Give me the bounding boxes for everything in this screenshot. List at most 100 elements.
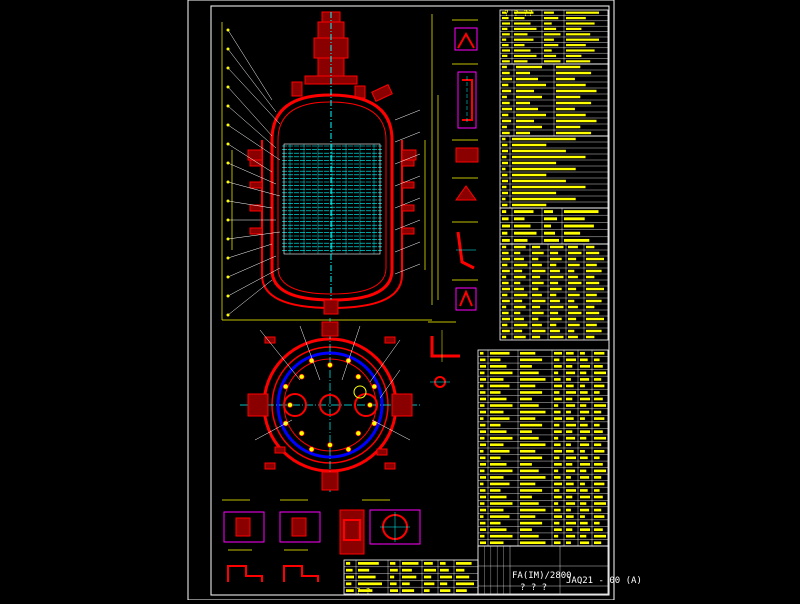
parts-list-cell-text <box>554 502 559 505</box>
nozzle-table-cell-text <box>568 317 577 321</box>
design-data-table-cell-text <box>514 17 525 20</box>
spec-table-cell-text <box>516 95 542 99</box>
parts-list-cell-text <box>490 495 507 499</box>
leader-balloon <box>226 294 230 298</box>
parts-list-cell-text <box>554 378 561 381</box>
leader-line <box>227 105 277 149</box>
design-data-table-cell-text <box>566 49 595 52</box>
spec-table-cell-text <box>556 107 575 111</box>
nozzle-table-cell-text <box>502 281 509 285</box>
notes-table-cell-text <box>502 155 507 159</box>
vessel-shell-inner <box>277 101 387 295</box>
spec-table-cell-text <box>516 89 534 93</box>
plan-leader-line <box>379 369 401 399</box>
parts-list-cell-text <box>594 476 602 479</box>
notes-table-cell-text <box>502 197 506 201</box>
design-data-table-cell-text <box>566 33 591 36</box>
parts-list-cell-text <box>480 456 486 460</box>
parts-list-cell-text <box>580 528 590 531</box>
nozzle-table-cell-text <box>568 311 582 315</box>
parts-list-cell-text <box>594 430 603 433</box>
spec-table-cell-text <box>502 107 512 111</box>
pressure-table-cell-text <box>502 210 507 214</box>
parts-list-cell-text <box>566 423 576 427</box>
parts-list-cell-text <box>566 384 574 388</box>
nozzle-table-cell-text <box>568 269 575 273</box>
parts-list-cell-text <box>520 443 546 447</box>
parts-list-cell-text <box>580 469 587 473</box>
nozzle-table-cell-text <box>568 335 578 339</box>
nozzle-table-cell-text <box>550 293 557 297</box>
nozzle-table-cell-text <box>514 293 528 297</box>
parts-list-cell-text <box>594 371 606 375</box>
revision-table-frame <box>343 559 479 595</box>
parts-list-cell-text <box>490 384 510 388</box>
parts-list-cell-text <box>580 489 588 492</box>
plan-bolt-hole <box>371 420 378 427</box>
parts-list-cell-text <box>580 443 590 447</box>
parts-list-cell-text <box>580 476 590 479</box>
spec-table-cell-text <box>516 107 538 111</box>
parts-list-cell-text <box>554 515 562 518</box>
leader-line <box>227 143 273 173</box>
parts-list-cell-text <box>480 541 486 545</box>
parts-list-cell-text <box>554 521 560 525</box>
tables <box>343 9 609 595</box>
nozzle-table-cell-text <box>586 299 602 303</box>
parts-list-cell-text <box>480 502 485 505</box>
spec-table-cell-text <box>516 125 542 129</box>
design-data-table-cell-text <box>566 44 586 47</box>
nozzle-table-cell-text <box>550 269 560 273</box>
parts-list-cell-text <box>566 482 574 486</box>
pressure-table-cell-text <box>502 224 510 228</box>
plan-bolt-hole <box>355 430 362 437</box>
nozzle-table-cell-text <box>586 287 604 291</box>
parts-list-cell-text <box>554 436 559 440</box>
nozzle-table-cell-text <box>514 251 521 255</box>
parts-list-cell-text <box>594 456 600 460</box>
detail-a <box>452 19 478 51</box>
parts-list-cell-text <box>566 371 576 375</box>
revision-table-cell-text <box>402 575 417 579</box>
design-data-table-cell-text <box>566 11 599 14</box>
internal-coil <box>282 143 382 255</box>
parts-list-cell-text <box>580 482 585 486</box>
leader-line <box>227 162 277 185</box>
notes-table-cell-text <box>512 173 547 177</box>
parts-list-cell-text <box>566 351 574 355</box>
revision-table-cell-text <box>390 568 398 572</box>
revision-table-cell-text <box>424 568 436 572</box>
revision-table-cell-text <box>390 589 398 592</box>
plan-bolt-hole <box>298 373 305 380</box>
plan-bolt-circle <box>276 351 384 459</box>
parts-list-cell-text <box>554 476 561 479</box>
spec-table-cell-text <box>556 71 592 75</box>
parts-list-cell-text <box>480 397 486 401</box>
pressure-table-cell-text <box>544 231 555 235</box>
elevation-view <box>221 11 439 321</box>
nozzle-table-cell-text <box>550 251 559 255</box>
design-data-table-cell-text <box>514 11 534 14</box>
nozzle-table-cell-text <box>550 257 562 261</box>
nozzle-table-cell-text <box>550 323 557 327</box>
nozzle-table-cell-text <box>532 299 546 303</box>
parts-list-cell-text <box>554 456 560 460</box>
parts-list-cell-text <box>520 423 543 427</box>
spec-table-cell-text <box>502 125 507 129</box>
parts-list-cell-text <box>480 476 486 479</box>
revision-table-cell-text <box>440 575 452 579</box>
parts-list-cell-text <box>520 469 539 473</box>
nozzle-table-cell-text <box>502 269 510 273</box>
nozzle-table-cell-text <box>514 287 524 291</box>
parts-list-cell-text <box>554 489 560 492</box>
nozzle-table-cell-text <box>568 281 582 285</box>
nozzle-table-cell-text <box>514 317 524 321</box>
nozzle-table-cell-text <box>586 275 595 279</box>
plan-bolt-hole <box>355 373 362 380</box>
plan-opening-left <box>283 393 307 417</box>
leader-balloon <box>226 85 230 89</box>
design-data-table-cell-text <box>544 33 561 36</box>
parts-list-cell-text <box>566 365 573 368</box>
parts-list-cell-text <box>480 528 486 531</box>
revision-table-cell-text <box>440 562 446 565</box>
